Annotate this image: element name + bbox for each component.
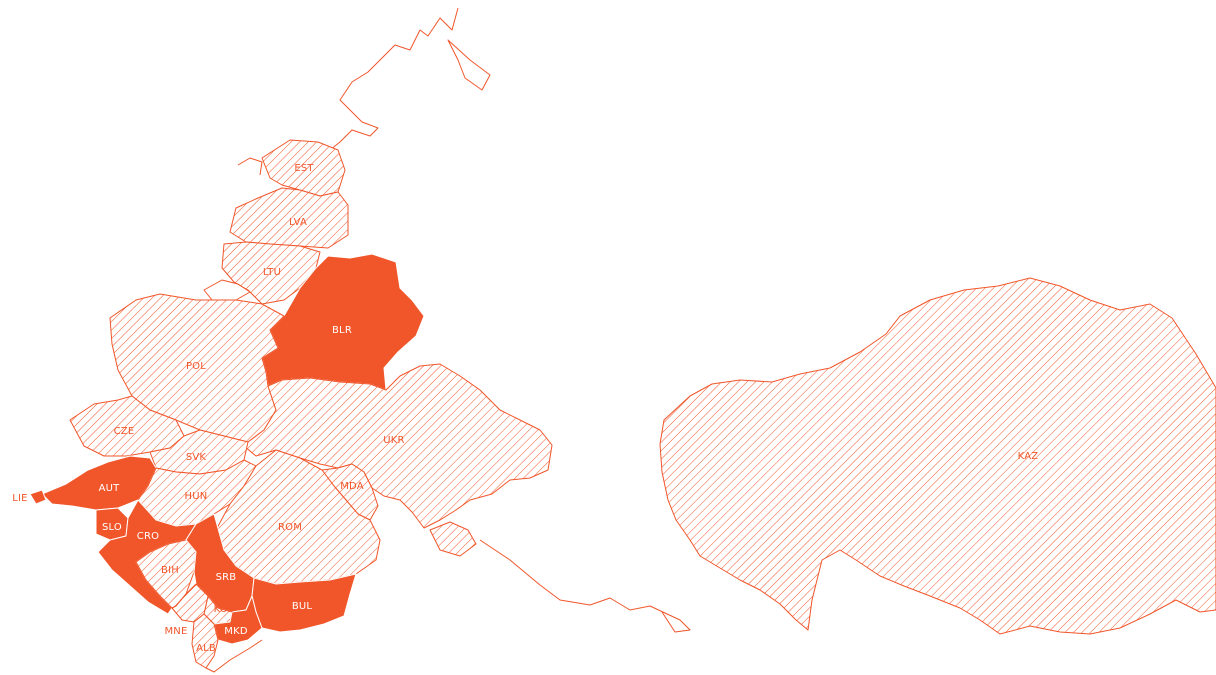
- finland-coast: [237, 157, 263, 176]
- kola-peninsula: [447, 39, 491, 91]
- russia-southern-outline: [479, 539, 691, 633]
- russia-coastline: [317, 7, 459, 161]
- country-mkd[interactable]: [213, 595, 263, 645]
- country-label-kos: KOS: [214, 604, 235, 615]
- country-label-bih: BIH: [161, 565, 179, 576]
- country-label-est: EST: [294, 163, 314, 174]
- country-label-pol: POL: [186, 361, 206, 372]
- country-bih[interactable]: [135, 539, 197, 609]
- country-kaz[interactable]: [659, 277, 1216, 635]
- greece-coastline: [205, 639, 263, 673]
- country-label-kaz: KAZ: [1018, 451, 1039, 462]
- country-label-cro: CRO: [137, 531, 159, 542]
- country-label-blr: BLR: [332, 325, 352, 336]
- country-label-srb: SRB: [216, 572, 237, 583]
- country-alb[interactable]: [191, 613, 219, 669]
- country-label-ltu: LTU: [263, 267, 281, 278]
- country-label-lie: LIE: [12, 493, 27, 504]
- country-label-lva: LVA: [289, 217, 307, 228]
- crimea-region: [429, 521, 477, 557]
- country-label-slo: SLO: [102, 522, 122, 533]
- country-label-hun: HUN: [185, 491, 208, 502]
- country-label-rom: ROM: [278, 522, 302, 533]
- country-label-aut: AUT: [99, 483, 121, 494]
- country-label-mda: MDA: [340, 481, 364, 492]
- country-label-ukr: UKR: [383, 435, 404, 446]
- country-lie[interactable]: [29, 489, 47, 505]
- country-mne[interactable]: [171, 583, 209, 623]
- country-label-svk: SVK: [186, 452, 207, 463]
- country-label-alb: ALB: [196, 643, 216, 654]
- country-labels: EST LVA LTU BLR POL UKR CZE SVK AUT LIE HUN MDA ROM S…: [12, 163, 1038, 654]
- country-label-cze: CZE: [114, 426, 135, 437]
- country-label-mkd: MKD: [224, 626, 248, 637]
- country-label-mne: MNE: [164, 626, 187, 637]
- country-label-bul: BUL: [292, 601, 313, 612]
